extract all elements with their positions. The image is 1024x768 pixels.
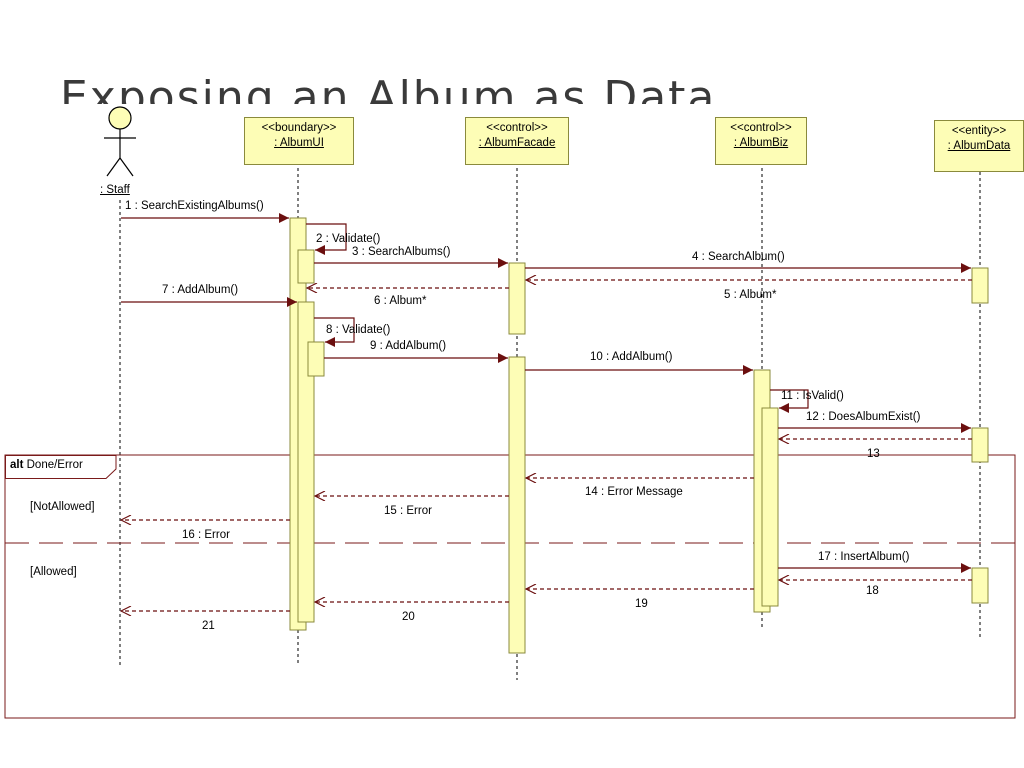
activation-albumbiz-2 — [761, 407, 779, 607]
message-12-label: 12 : DoesAlbumExist() — [806, 411, 921, 423]
message-1-label: 1 : SearchExistingAlbums() — [125, 200, 264, 212]
message-17-label: 17 : InsertAlbum() — [818, 551, 910, 563]
message-6-label: 6 : Album* — [374, 295, 427, 307]
lifeline-header-albumfacade: <<control>> : AlbumFacade — [465, 117, 569, 165]
message-15-label: 15 : Error — [384, 505, 432, 517]
alt-fragment-tag: alt Done/Error — [5, 455, 117, 479]
guard-allowed: [Allowed] — [30, 566, 77, 578]
message-3-label: 3 : SearchAlbums() — [352, 246, 451, 258]
object-name-albumfacade: : AlbumFacade — [478, 137, 556, 149]
lifeline-header-albumdata: <<entity>> : AlbumData — [934, 120, 1024, 172]
message-20-label: 20 — [402, 611, 415, 623]
message-8-arrow — [314, 317, 355, 347]
lifeline-header-albumui: <<boundary>> : AlbumUI — [244, 117, 354, 165]
activation-albumui-3 — [297, 301, 315, 623]
alt-fragment-name: Done/Error — [26, 459, 83, 471]
message-4-label: 4 : SearchAlbum() — [692, 251, 785, 263]
message-14-label: 14 : Error Message — [585, 486, 683, 498]
alt-operator: alt — [10, 459, 24, 471]
staff-actor-icon — [104, 106, 136, 177]
activation-albumdata-2 — [971, 427, 989, 463]
stereotype-entity: <<entity>> — [951, 125, 1007, 137]
stereotype-boundary: <<boundary>> — [261, 122, 337, 134]
message-2-label: 2 : Validate() — [316, 233, 381, 245]
object-name-albumui: : AlbumUI — [274, 137, 324, 149]
message-19-label: 19 — [635, 598, 648, 610]
activation-albumui-4 — [307, 341, 325, 377]
message-2-arrow — [306, 223, 347, 255]
guard-not-allowed: [NotAllowed] — [30, 501, 95, 513]
stereotype-control: <<control>> — [730, 122, 792, 134]
slide-title-cropped: Exposing an Album as Data Flow — [60, 58, 780, 104]
slide-title: Exposing an Album as Data Flow — [60, 72, 717, 104]
message-16-label: 16 : Error — [182, 529, 230, 541]
alt-tag-shape — [5, 455, 117, 479]
message-8-label: 8 : Validate() — [326, 324, 391, 336]
message-11-label: 11 : IsValid() — [781, 390, 844, 402]
stereotype-control: <<control>> — [486, 122, 548, 134]
message-11-arrow — [770, 389, 809, 413]
message-21-label: 21 — [202, 620, 215, 632]
message-13-label: 13 — [867, 448, 880, 460]
object-name-albumbiz: : AlbumBiz — [733, 137, 789, 149]
activation-albumdata-1 — [971, 267, 989, 304]
message-9-label: 9 : AddAlbum() — [370, 340, 447, 352]
message-18-label: 18 — [866, 585, 879, 597]
activation-albumfacade-1 — [508, 262, 526, 335]
message-10-label: 10 : AddAlbum() — [590, 351, 673, 363]
activation-albumui-2 — [297, 249, 315, 284]
lifeline-header-albumbiz: <<control>> : AlbumBiz — [715, 117, 807, 165]
activation-albumfacade-2 — [508, 356, 526, 654]
object-name-albumdata: : AlbumData — [947, 140, 1011, 152]
activation-albumdata-3 — [971, 567, 989, 604]
message-7-label: 7 : AddAlbum() — [162, 284, 239, 296]
staff-actor-label: : Staff — [100, 184, 130, 196]
message-5-label: 5 : Album* — [724, 289, 777, 301]
